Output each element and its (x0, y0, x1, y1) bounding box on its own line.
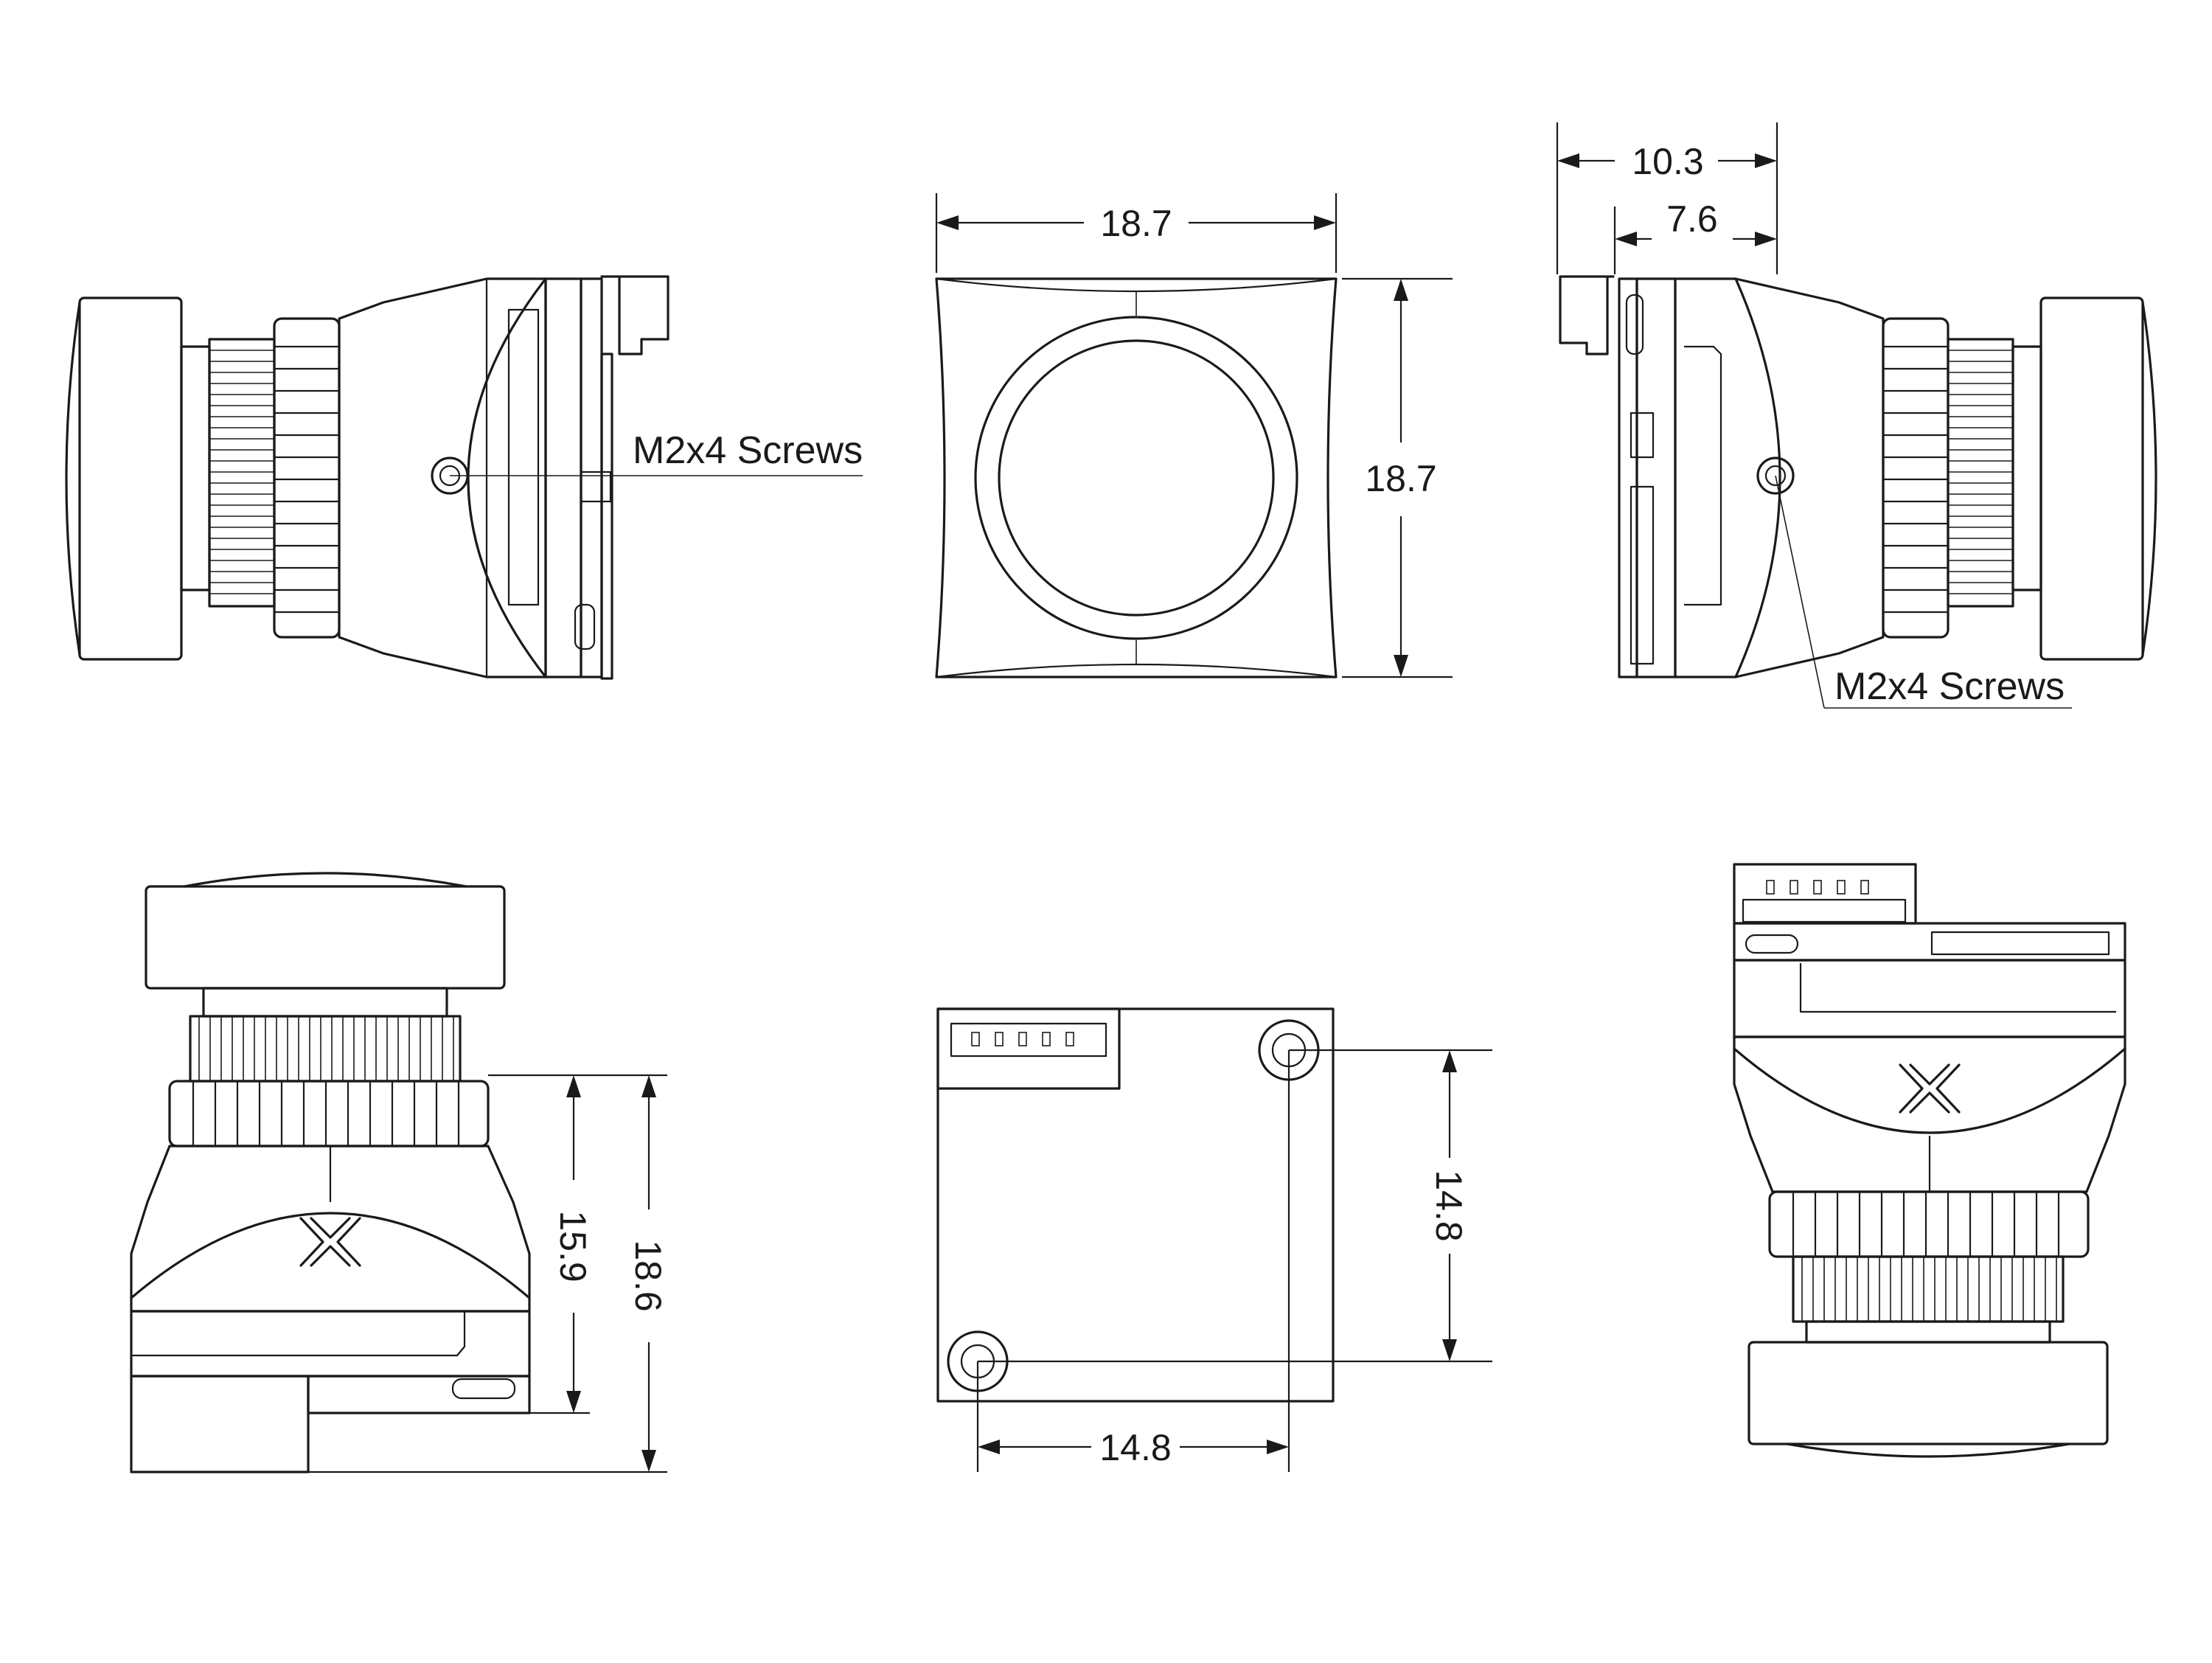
lens-cap-top (145, 872, 506, 990)
focus-ring-bottom (1768, 1190, 2090, 1258)
front-housing (935, 277, 1338, 678)
front-width-dimension: 18.7 (935, 193, 1338, 273)
side-view-right: 10.3 7.6 M2x4 Screws (1556, 122, 2157, 709)
pcb-stack-top (130, 1375, 531, 1473)
lens-barrel (180, 345, 211, 591)
screw-hole-right (1756, 456, 1795, 495)
focus-ring-top (168, 1080, 490, 1148)
connector-rear (936, 1007, 1121, 1090)
top-height-outer-label: 18.6 (627, 1240, 669, 1311)
depth-dimension-outer: 10.3 (1556, 122, 1778, 274)
connector-right (1559, 275, 1615, 355)
front-height-dimension: 18.7 (1342, 277, 1453, 678)
pcb-stack-bottom (1733, 922, 2126, 1038)
brand-x-logo-icon-bottom (1899, 1063, 1961, 1114)
camera-housing-side (338, 277, 547, 678)
rear-horizontal-label: 14.8 (1099, 1427, 1171, 1468)
lens-cap-right (2039, 296, 2157, 661)
screw-leader-left: M2x4 Screws (450, 429, 863, 476)
top-view: 15.9 18.6 (130, 872, 669, 1473)
lens-thread-right (1947, 338, 2014, 608)
lens-thread-top (189, 1015, 462, 1083)
screw-note-right: M2x4 Screws (1834, 665, 2065, 708)
lens-outer-ring (974, 316, 1298, 640)
lens-cap (65, 296, 183, 661)
top-dim-outer: 18.6 (308, 1074, 669, 1473)
depth-outer-label: 10.3 (1632, 141, 1703, 182)
screw-leader-right: M2x4 Screws (1775, 475, 2072, 709)
rear-vertical-label: 14.8 (1428, 1170, 1470, 1241)
rear-dim-vertical: 14.8 (978, 1049, 1492, 1363)
depth-dimension-inner: 7.6 (1613, 198, 1777, 274)
front-view: 18.7 18.7 (935, 193, 1453, 678)
camera-housing-side-right (1674, 277, 1885, 678)
lens-cap-bottom (1747, 1341, 2109, 1458)
bottom-view (1733, 863, 2126, 1458)
side-view-left: M2x4 Screws (65, 275, 863, 680)
camera-housing-bottom (1733, 1035, 2126, 1193)
screw-note-left: M2x4 Screws (633, 429, 863, 472)
lens-thread (208, 338, 276, 608)
front-width-label: 18.7 (1100, 203, 1172, 244)
top-dim-inner: 15.9 (488, 1074, 594, 1414)
connector-bottom (1733, 863, 1917, 925)
pcb-stack-right (1618, 277, 1677, 678)
front-height-label: 18.7 (1365, 458, 1436, 499)
pcb-stack-left (574, 277, 613, 680)
focus-ring (273, 317, 341, 639)
rear-dim-horizontal: 14.8 (976, 1050, 1290, 1472)
depth-inner-label: 7.6 (1666, 198, 1718, 240)
lens-thread-bottom (1792, 1255, 2065, 1323)
brand-x-logo-icon (299, 1217, 361, 1267)
top-height-inner-label: 15.9 (552, 1210, 594, 1282)
rear-view: 14.8 14.8 (936, 1007, 1492, 1472)
pcb-rear (936, 1007, 1335, 1403)
connector-left (600, 275, 669, 355)
lens-inner-ring (998, 339, 1275, 617)
focus-ring-right (1882, 317, 1950, 639)
